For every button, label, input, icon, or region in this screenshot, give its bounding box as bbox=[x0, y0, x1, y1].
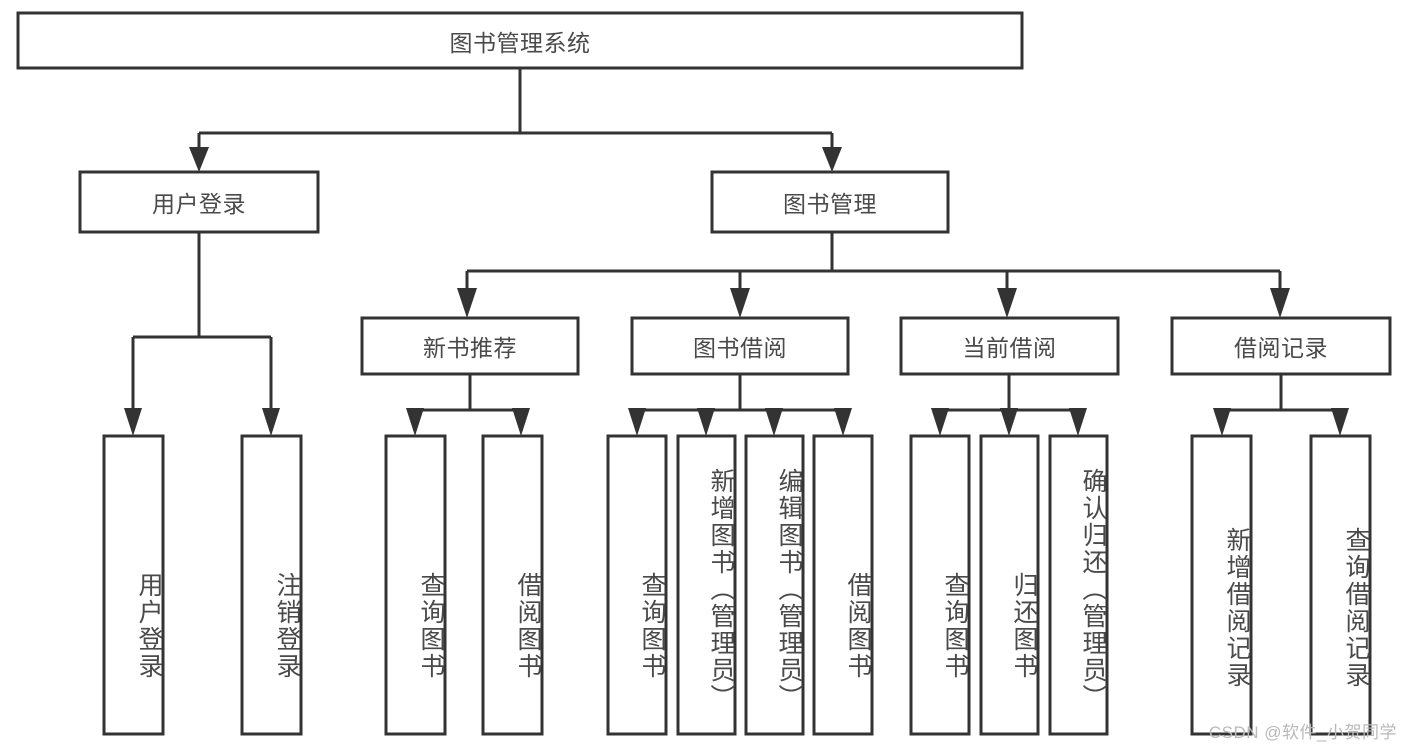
arrowhead-to-borrow bbox=[730, 288, 750, 318]
arrowhead-to-leaf-query-record bbox=[1331, 408, 1349, 436]
node-box-leaf-query-book-c bbox=[909, 434, 971, 736]
node-box-leaf-query-record bbox=[1309, 434, 1372, 736]
node-box-borrow-record bbox=[1170, 316, 1392, 376]
node-box-leaf-confirm-return bbox=[1048, 434, 1109, 736]
node-box-user-login bbox=[78, 170, 320, 234]
arrowhead-to-leaf-user-login bbox=[124, 408, 142, 436]
arrowhead-to-leaf-confirm-return bbox=[1069, 408, 1087, 436]
node-box-leaf-query-book-a bbox=[384, 434, 447, 736]
node-box-leaf-logout bbox=[240, 434, 303, 736]
arrowhead-to-current bbox=[997, 288, 1017, 318]
node-box-leaf-borrow-book-a bbox=[481, 434, 544, 736]
arrowhead-to-leaf-query-book-b bbox=[628, 408, 646, 436]
arrowhead-to-record bbox=[1270, 288, 1290, 318]
arrowhead-to-leaf-add-book bbox=[697, 408, 715, 436]
node-box-leaf-add-record bbox=[1190, 434, 1253, 736]
arrowhead-to-leaf-borrow-book-a bbox=[512, 408, 530, 436]
node-box-book-borrow bbox=[630, 316, 850, 376]
node-box-leaf-query-book-b bbox=[606, 434, 668, 736]
node-box-leaf-user-login bbox=[102, 434, 165, 736]
node-box-book-management bbox=[710, 170, 950, 234]
node-box-leaf-borrow-book-b bbox=[812, 434, 874, 736]
arrowhead-to-leaf-return-book bbox=[1000, 408, 1018, 436]
arrowhead-to-leaf-logout bbox=[262, 408, 280, 436]
arrowhead-to-leaf-query-book-a bbox=[406, 408, 424, 436]
node-box-root bbox=[16, 11, 1024, 70]
node-box-leaf-edit-book bbox=[744, 434, 805, 736]
arrowhead-to-book-mgmt bbox=[822, 147, 842, 172]
arrowhead-group bbox=[124, 147, 1349, 436]
node-box-leaf-add-book bbox=[676, 434, 737, 736]
arrowhead-to-user-login bbox=[189, 147, 209, 172]
watermark-text: CSDN @软件_小贺同学 bbox=[1208, 723, 1397, 742]
node-box-leaf-return-book bbox=[979, 434, 1040, 736]
arrowhead-to-leaf-borrow-book-b bbox=[834, 408, 852, 436]
node-box-group bbox=[16, 11, 1392, 736]
arrowhead-to-leaf-edit-book bbox=[765, 408, 783, 436]
node-box-new-book-recommend bbox=[360, 316, 580, 376]
arrowhead-to-leaf-add-record bbox=[1213, 408, 1231, 436]
arrowhead-to-newbook bbox=[457, 288, 477, 318]
arrowhead-to-leaf-query-book-c bbox=[931, 408, 949, 436]
node-box-current-borrow bbox=[899, 316, 1120, 376]
